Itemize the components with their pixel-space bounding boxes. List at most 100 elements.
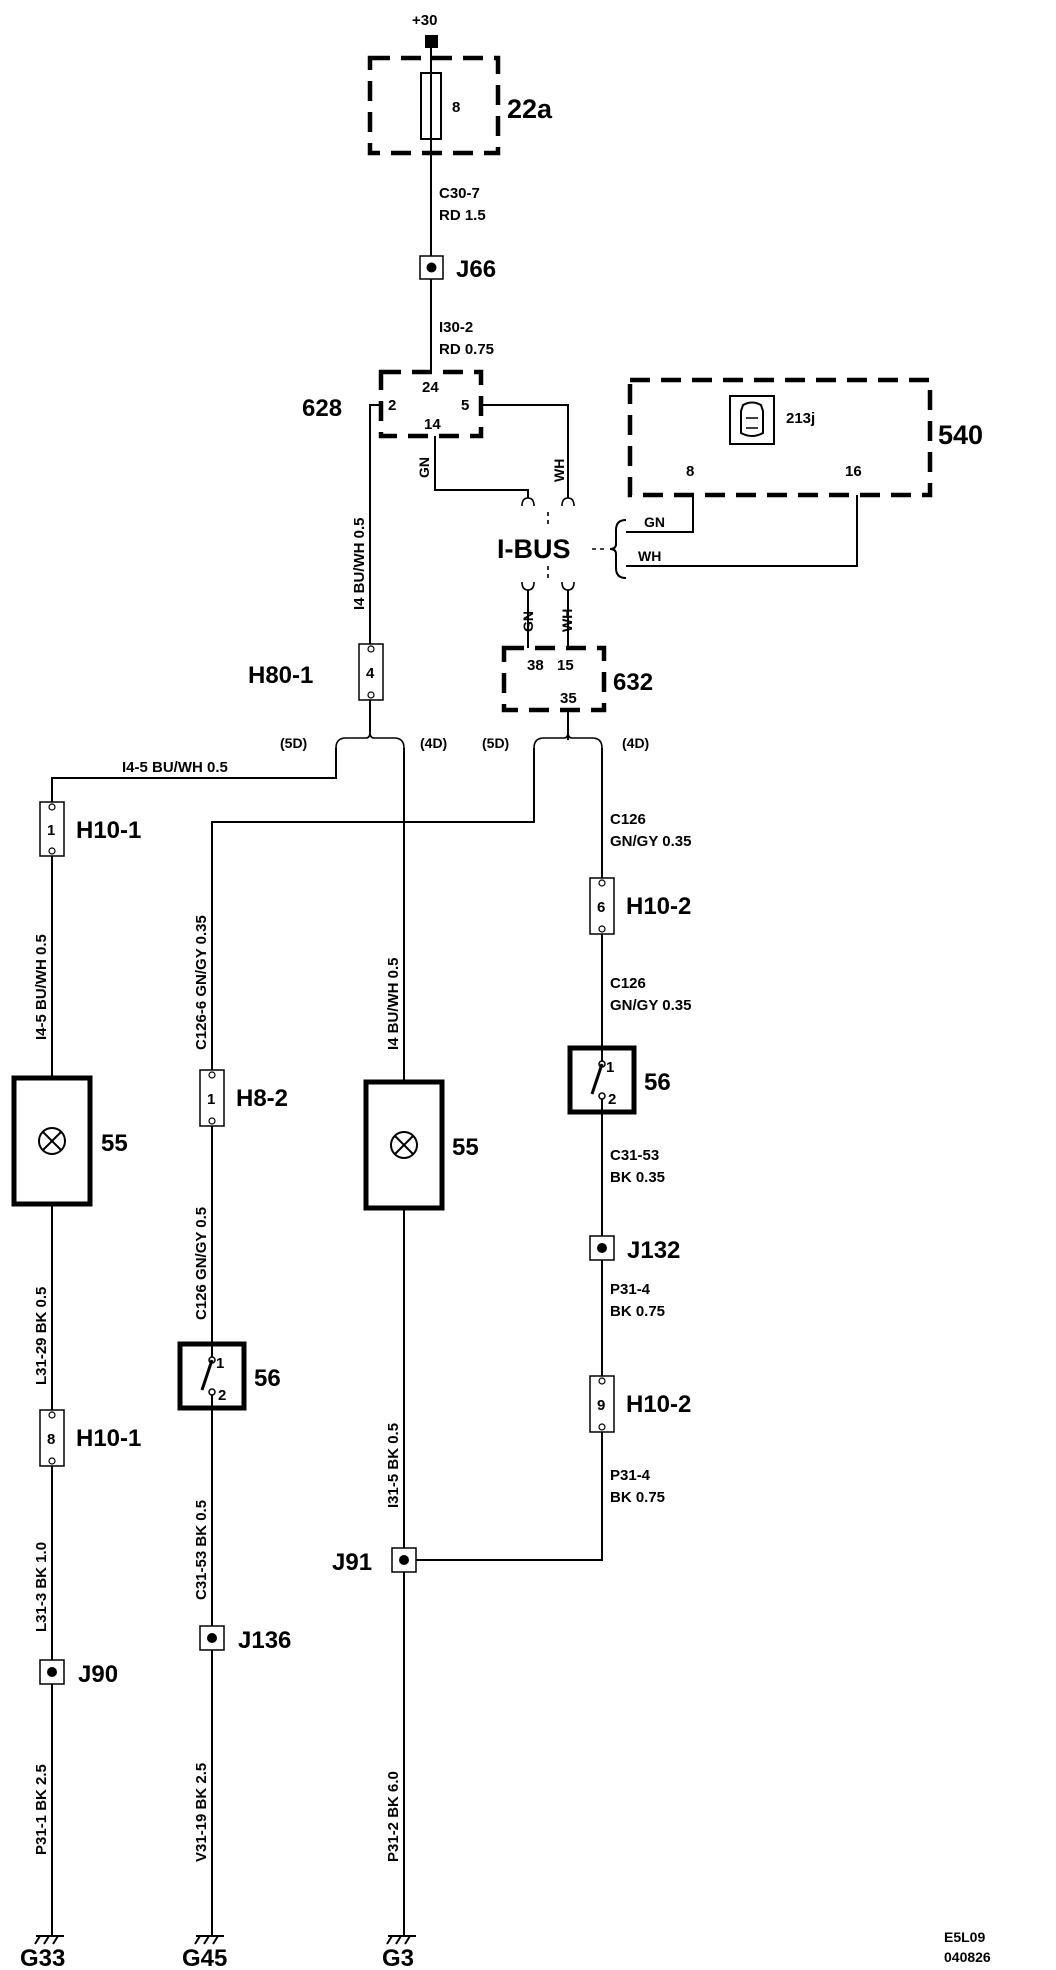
connector-h10-2-top: 6 H10-2 bbox=[589, 877, 691, 935]
car-outline-icon bbox=[740, 401, 764, 437]
lamp-55-left: 55 bbox=[11, 1075, 128, 1207]
switch-56-left-pin-1: 1 bbox=[216, 1355, 224, 1372]
module-628-pin-14: 14 bbox=[424, 416, 441, 433]
connector-h80-1: 4 H80-1 bbox=[248, 643, 384, 701]
switch-56-right-pin-1: 1 bbox=[606, 1059, 614, 1076]
junction-j91: J91 bbox=[332, 1547, 417, 1576]
footer-code: E5L09 bbox=[944, 1929, 985, 1945]
switch-56-right: 1 2 56 bbox=[567, 1045, 671, 1115]
connector-h80-1-pin: 4 bbox=[366, 665, 375, 682]
connector-h10-1-bottom-pin: 8 bbox=[47, 1431, 55, 1448]
col4-wire-d-code: P31-4 bbox=[610, 1281, 651, 1298]
ground-g3-label: G3 bbox=[382, 1945, 414, 1970]
junction-j90: J90 bbox=[39, 1659, 118, 1688]
junction-j132-label: J132 bbox=[627, 1237, 680, 1264]
junction-j91-label: J91 bbox=[332, 1549, 372, 1576]
ground-g45-icon: G45 bbox=[182, 1935, 227, 1970]
wire-i4-5-horizontal: I4-5 BU/WH 0.5 bbox=[122, 759, 228, 776]
supply-label: +30 bbox=[412, 12, 437, 29]
col3-wire-a: I4 BU/WH 0.5 bbox=[385, 957, 402, 1050]
connector-h10-2-top-pin: 6 bbox=[597, 899, 605, 916]
module-632-pin-35: 35 bbox=[560, 690, 577, 707]
col4-wire-e-spec: BK 0.75 bbox=[610, 1489, 665, 1506]
ground-g33-icon: G33 bbox=[20, 1935, 65, 1970]
junction-j132: J132 bbox=[589, 1235, 680, 1264]
connector-h10-2-bottom-label: H10-2 bbox=[626, 1391, 691, 1418]
col3-wire-c: P31-2 BK 6.0 bbox=[385, 1771, 402, 1862]
fuse-pin: 8 bbox=[452, 99, 460, 116]
wire-540-wh: WH bbox=[638, 548, 661, 564]
switch-56-right-pin-2: 2 bbox=[608, 1091, 616, 1108]
switch-56-left-pin-2: 2 bbox=[218, 1387, 226, 1404]
wire-i30-2-code: I30-2 bbox=[439, 319, 473, 336]
module-540-pin-16: 16 bbox=[845, 463, 862, 480]
module-632: 38 15 35 632 bbox=[501, 645, 653, 713]
fuse-box-label: 22a bbox=[507, 94, 553, 124]
fuse-box-22a: 8 22a bbox=[367, 55, 553, 156]
col4-wire-d-spec: BK 0.75 bbox=[610, 1303, 665, 1320]
junction-j136-label: J136 bbox=[238, 1627, 291, 1654]
wire-c30-7-spec: RD 1.5 bbox=[439, 207, 486, 224]
wire-i30-2-spec: RD 0.75 bbox=[439, 341, 494, 358]
col4-wire-e-code: P31-4 bbox=[610, 1467, 651, 1484]
col3-wire-b: I31-5 BK 0.5 bbox=[385, 1423, 402, 1508]
module-540-icon-label: 213j bbox=[786, 410, 815, 427]
lamp-55-right: 55 bbox=[363, 1079, 479, 1211]
module-632-pin-38: 38 bbox=[527, 657, 544, 674]
connector-h10-1-top: 1 H10-1 bbox=[39, 801, 141, 857]
ground-g45-label: G45 bbox=[182, 1945, 227, 1970]
module-628-label: 628 bbox=[302, 395, 342, 422]
module-628-pin-2: 2 bbox=[388, 397, 396, 414]
switch-56-right-label: 56 bbox=[644, 1069, 671, 1096]
connector-h10-1-top-pin: 1 bbox=[47, 822, 55, 839]
connector-h10-2-bottom-pin: 9 bbox=[597, 1397, 605, 1414]
ibus-junction: I-BUS bbox=[497, 497, 627, 579]
connector-h80-1-label: H80-1 bbox=[248, 662, 313, 689]
connector-h10-1-bottom: 8 H10-1 bbox=[39, 1409, 141, 1467]
col4-wire-a-spec: GN/GY 0.35 bbox=[610, 833, 691, 850]
module-540-pin-8: 8 bbox=[686, 463, 694, 480]
connector-h10-1-top-label: H10-1 bbox=[76, 817, 141, 844]
connector-h10-2-bottom: 9 H10-2 bbox=[589, 1375, 691, 1433]
col4-wire-a-code: C126 bbox=[610, 811, 646, 828]
col1-wire-c: L31-3 BK 1.0 bbox=[33, 1542, 50, 1632]
switch-56-left: 1 2 56 bbox=[177, 1341, 281, 1411]
col4-wire-c-code: C31-53 bbox=[610, 1147, 659, 1164]
lamp-55-left-label: 55 bbox=[101, 1130, 128, 1157]
wire-ibus-gn: GN bbox=[520, 611, 536, 632]
col4-wire-b-spec: GN/GY 0.35 bbox=[610, 997, 691, 1014]
col2-wire-d: V31-19 BK 2.5 bbox=[193, 1763, 210, 1862]
variant-5d-left: (5D) bbox=[280, 735, 307, 751]
ibus-label: I-BUS bbox=[497, 534, 571, 564]
junction-j90-label: J90 bbox=[78, 1661, 118, 1688]
module-632-label: 632 bbox=[613, 669, 653, 696]
col2-wire-b: C126 GN/GY 0.5 bbox=[193, 1207, 210, 1320]
connector-h8-2-pin: 1 bbox=[207, 1091, 215, 1108]
col1-wire-a: I4-5 BU/WH 0.5 bbox=[33, 934, 50, 1040]
connector-h10-2-top-label: H10-2 bbox=[626, 893, 691, 920]
ground-g33-label: G33 bbox=[20, 1945, 65, 1970]
col4-wire-c-spec: BK 0.35 bbox=[610, 1169, 665, 1186]
col2-wire-c: C31-53 BK 0.5 bbox=[193, 1500, 210, 1600]
supply-terminal bbox=[425, 35, 438, 48]
lamp-55-right-label: 55 bbox=[452, 1134, 479, 1161]
footer-date: 040826 bbox=[944, 1949, 991, 1965]
wire-540-gn: GN bbox=[644, 514, 665, 530]
wire-i4-left: I4 BU/WH 0.5 bbox=[351, 517, 368, 610]
wire-628-wh: WH bbox=[551, 459, 567, 482]
module-540: 213j 8 16 540 bbox=[627, 377, 983, 498]
col2-wire-a: C126-6 GN/GY 0.35 bbox=[193, 915, 210, 1050]
col4-wire-b-code: C126 bbox=[610, 975, 646, 992]
col1-wire-d: P31-1 BK 2.5 bbox=[33, 1764, 50, 1855]
module-628-pin-5: 5 bbox=[461, 397, 469, 414]
connector-h8-2-label: H8-2 bbox=[236, 1085, 288, 1112]
module-540-label: 540 bbox=[938, 420, 983, 450]
col1-wire-b: L31-29 BK 0.5 bbox=[33, 1287, 50, 1385]
ground-g3-icon: G3 bbox=[382, 1935, 416, 1970]
connector-h8-2: 1 H8-2 bbox=[199, 1069, 288, 1127]
module-628-pin-24: 24 bbox=[422, 379, 439, 396]
junction-j66: J66 bbox=[419, 255, 496, 283]
wire-c30-7-code: C30-7 bbox=[439, 185, 480, 202]
variant-4d-left: (4D) bbox=[420, 735, 447, 751]
